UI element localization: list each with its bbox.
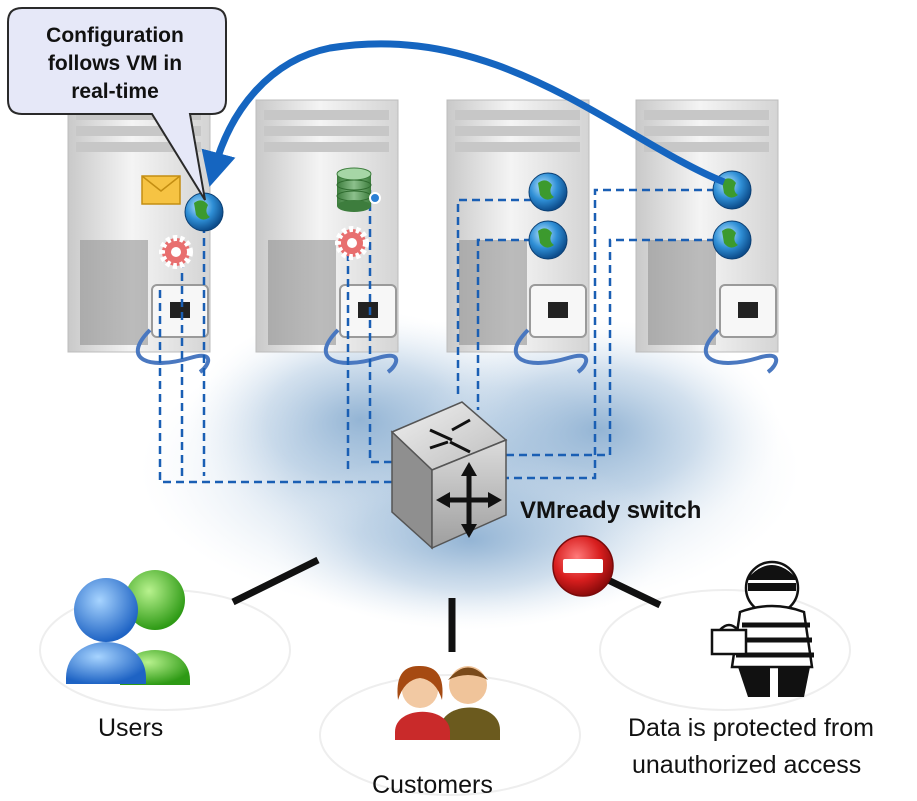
- migration-arrow: [201, 40, 726, 187]
- server-icon: [635, 99, 779, 353]
- switch-icon: [390, 401, 508, 550]
- callout-line-3: real-time: [71, 80, 159, 103]
- protected-label-line-2: unauthorized access: [632, 751, 862, 779]
- globe-icon: [712, 220, 752, 260]
- stop-sign-icon: [552, 535, 614, 597]
- switch-label: VMready switch: [520, 497, 702, 524]
- virtual-link-lines: [158, 188, 728, 484]
- thief-shadow: [599, 589, 851, 711]
- users-label: Users: [98, 714, 164, 742]
- thief-link: [606, 576, 662, 609]
- envelope-icon: [141, 175, 181, 205]
- callout-bubble: [7, 7, 227, 201]
- customers-shadow: [319, 674, 581, 796]
- gear-icon: [335, 226, 369, 260]
- users-icon: [66, 570, 190, 685]
- gear-icon: [159, 235, 193, 269]
- ethernet-port-icon: [151, 284, 777, 338]
- protected-label-line-1: Data is protected from: [628, 714, 874, 742]
- thief-icon: [710, 560, 814, 697]
- cable-icon: [135, 328, 779, 374]
- users-link: [231, 556, 320, 606]
- globe-icon: [528, 220, 568, 260]
- callout-line-1: Configuration: [46, 24, 184, 47]
- callout-line-2: follows VM in: [47, 52, 183, 75]
- globe-icon: [528, 172, 568, 212]
- customers-label: Customers: [372, 771, 493, 799]
- callout-text: Configuration follows VM in real-time: [20, 22, 210, 106]
- globe-icon: [184, 192, 224, 232]
- database-icon: [336, 167, 381, 212]
- customers-icon: [395, 665, 500, 740]
